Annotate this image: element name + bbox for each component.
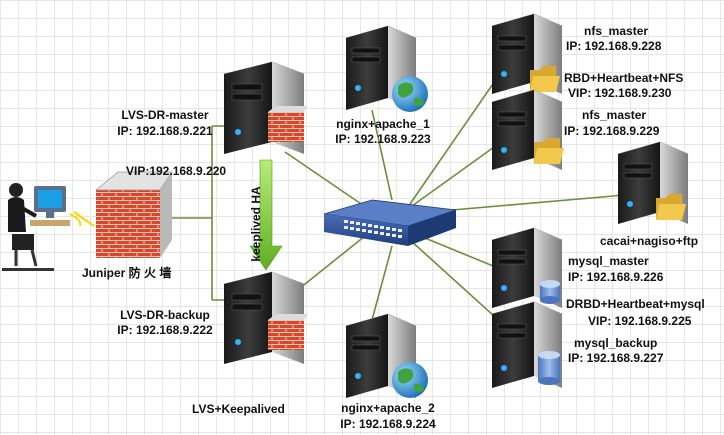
lvs-group-label: LVS+Keepalived (192, 402, 285, 416)
mysql-backup-name: mysql_backup (574, 336, 658, 350)
nfs-ha-name: RBD+Heartbeat+NFS (564, 71, 684, 85)
mysql-ha-name: DRBD+Heartbeat+mysql (566, 297, 705, 311)
globe-web1-icon (392, 76, 428, 112)
lvs-master-name: LVS-DR-master (121, 108, 209, 122)
ha-arrow-label: keeplived HA (249, 186, 263, 262)
nfs-master-name: nfs_master (584, 24, 649, 38)
nfs-master-ip: IP: 192.168.9.228 (566, 39, 662, 53)
folder-nfs2-icon (534, 138, 564, 164)
lvs-backup-name: LVS-DR-backup (120, 308, 210, 322)
ha-failover-arrow (249, 159, 283, 271)
folder-cacti-icon (656, 194, 686, 220)
link-cacti-switch (451, 194, 626, 211)
nfs-second-ip: IP: 192.168.9.229 (564, 124, 660, 138)
web2-name: nginx+apache_2 (341, 401, 435, 415)
firewall-badge-master-icon (268, 106, 308, 142)
web2-ip: IP: 192.168.9.224 (340, 417, 436, 431)
juniper-firewall-label: Juniper 防 火 墙 (82, 266, 172, 280)
vip-label: VIP:192.168.9.220 (126, 164, 227, 178)
juniper-firewall-icon (73, 171, 173, 258)
link-web2-switch (371, 245, 393, 321)
lvs-master-ip: IP: 192.168.9.221 (117, 124, 213, 138)
server-nfs1-icon (491, 13, 563, 94)
mysql-ha-vip: VIP: 192.168.9.225 (588, 314, 692, 328)
link-master-switch (284, 151, 371, 211)
mysql-master-name: mysql_master (568, 254, 649, 268)
database-mysql-backup-icon (538, 351, 560, 385)
web1-name: nginx+apache_1 (336, 117, 430, 131)
network-switch-icon (323, 199, 457, 246)
link-web1-switch (371, 109, 393, 201)
mysql-backup-ip: IP: 192.168.9.227 (568, 351, 664, 365)
lvs-backup-ip: IP: 192.168.9.222 (117, 323, 213, 337)
nfs-second-name: nfs_master (582, 108, 647, 122)
database-mysql-master-icon (540, 280, 560, 304)
web1-ip: IP: 192.168.9.223 (335, 132, 431, 146)
globe-web2-icon (392, 362, 428, 398)
folder-nfs1-icon (530, 66, 560, 92)
user-workstation-icon (2, 183, 82, 271)
cacti-name: cacai+nagiso+ftp (600, 234, 699, 248)
firewall-badge-backup-icon (268, 314, 308, 350)
mysql-master-ip: IP: 192.168.9.226 (568, 270, 664, 284)
nfs-ha-vip: VIP: 192.168.9.230 (568, 86, 672, 100)
